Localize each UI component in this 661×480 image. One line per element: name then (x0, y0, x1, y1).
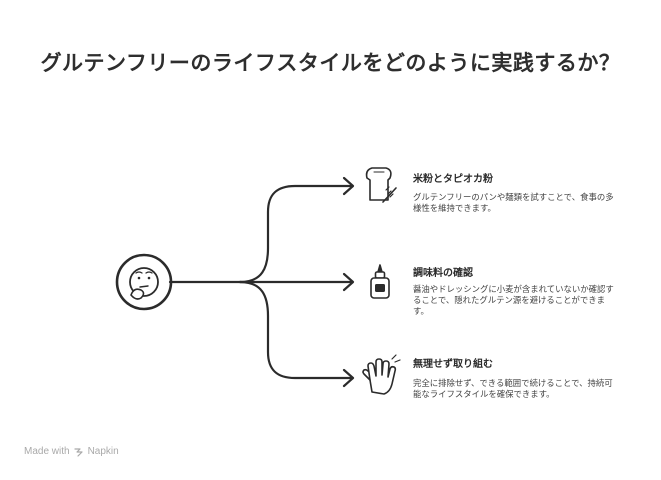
item-title-condiments: 調味料の確認 (413, 268, 473, 279)
bread-icon (365, 167, 397, 203)
connector-bottom (238, 280, 354, 380)
napkin-logo-icon (73, 447, 83, 457)
condiment-bottle-icon (370, 264, 390, 299)
arrowhead-top (342, 176, 355, 196)
napkin-brand: Napkin (87, 446, 119, 457)
arrowhead-bottom (342, 368, 355, 388)
item-description-condiments: 醤油やドレッシングに小麦が含まれていないか確認することで、隠れたグルテン源を避け… (413, 284, 614, 316)
thinking-face-icon (115, 253, 173, 311)
made-with-napkin[interactable]: Made with Napkin (24, 446, 119, 457)
arrowhead-middle (342, 272, 355, 292)
item-title-rice-tapioca: 米粉とタピオカ粉 (413, 174, 493, 185)
hand-icon (362, 354, 401, 395)
connector-top (238, 184, 354, 284)
item-description-rice-tapioca: グルテンフリーのパンや麺類を試すことで、食事の多様性を維持できます。 (413, 192, 614, 213)
item-title-no-strain: 無理せず取り組む (413, 359, 493, 370)
page-title: グルテンフリーのライフスタイルをどのように実践するか？ (40, 51, 621, 75)
made-with-label: Made with (24, 446, 70, 457)
item-description-no-strain: 完全に排除せず、できる範囲で続けることで、持続可能なライフスタイルを確保できます… (413, 378, 613, 399)
